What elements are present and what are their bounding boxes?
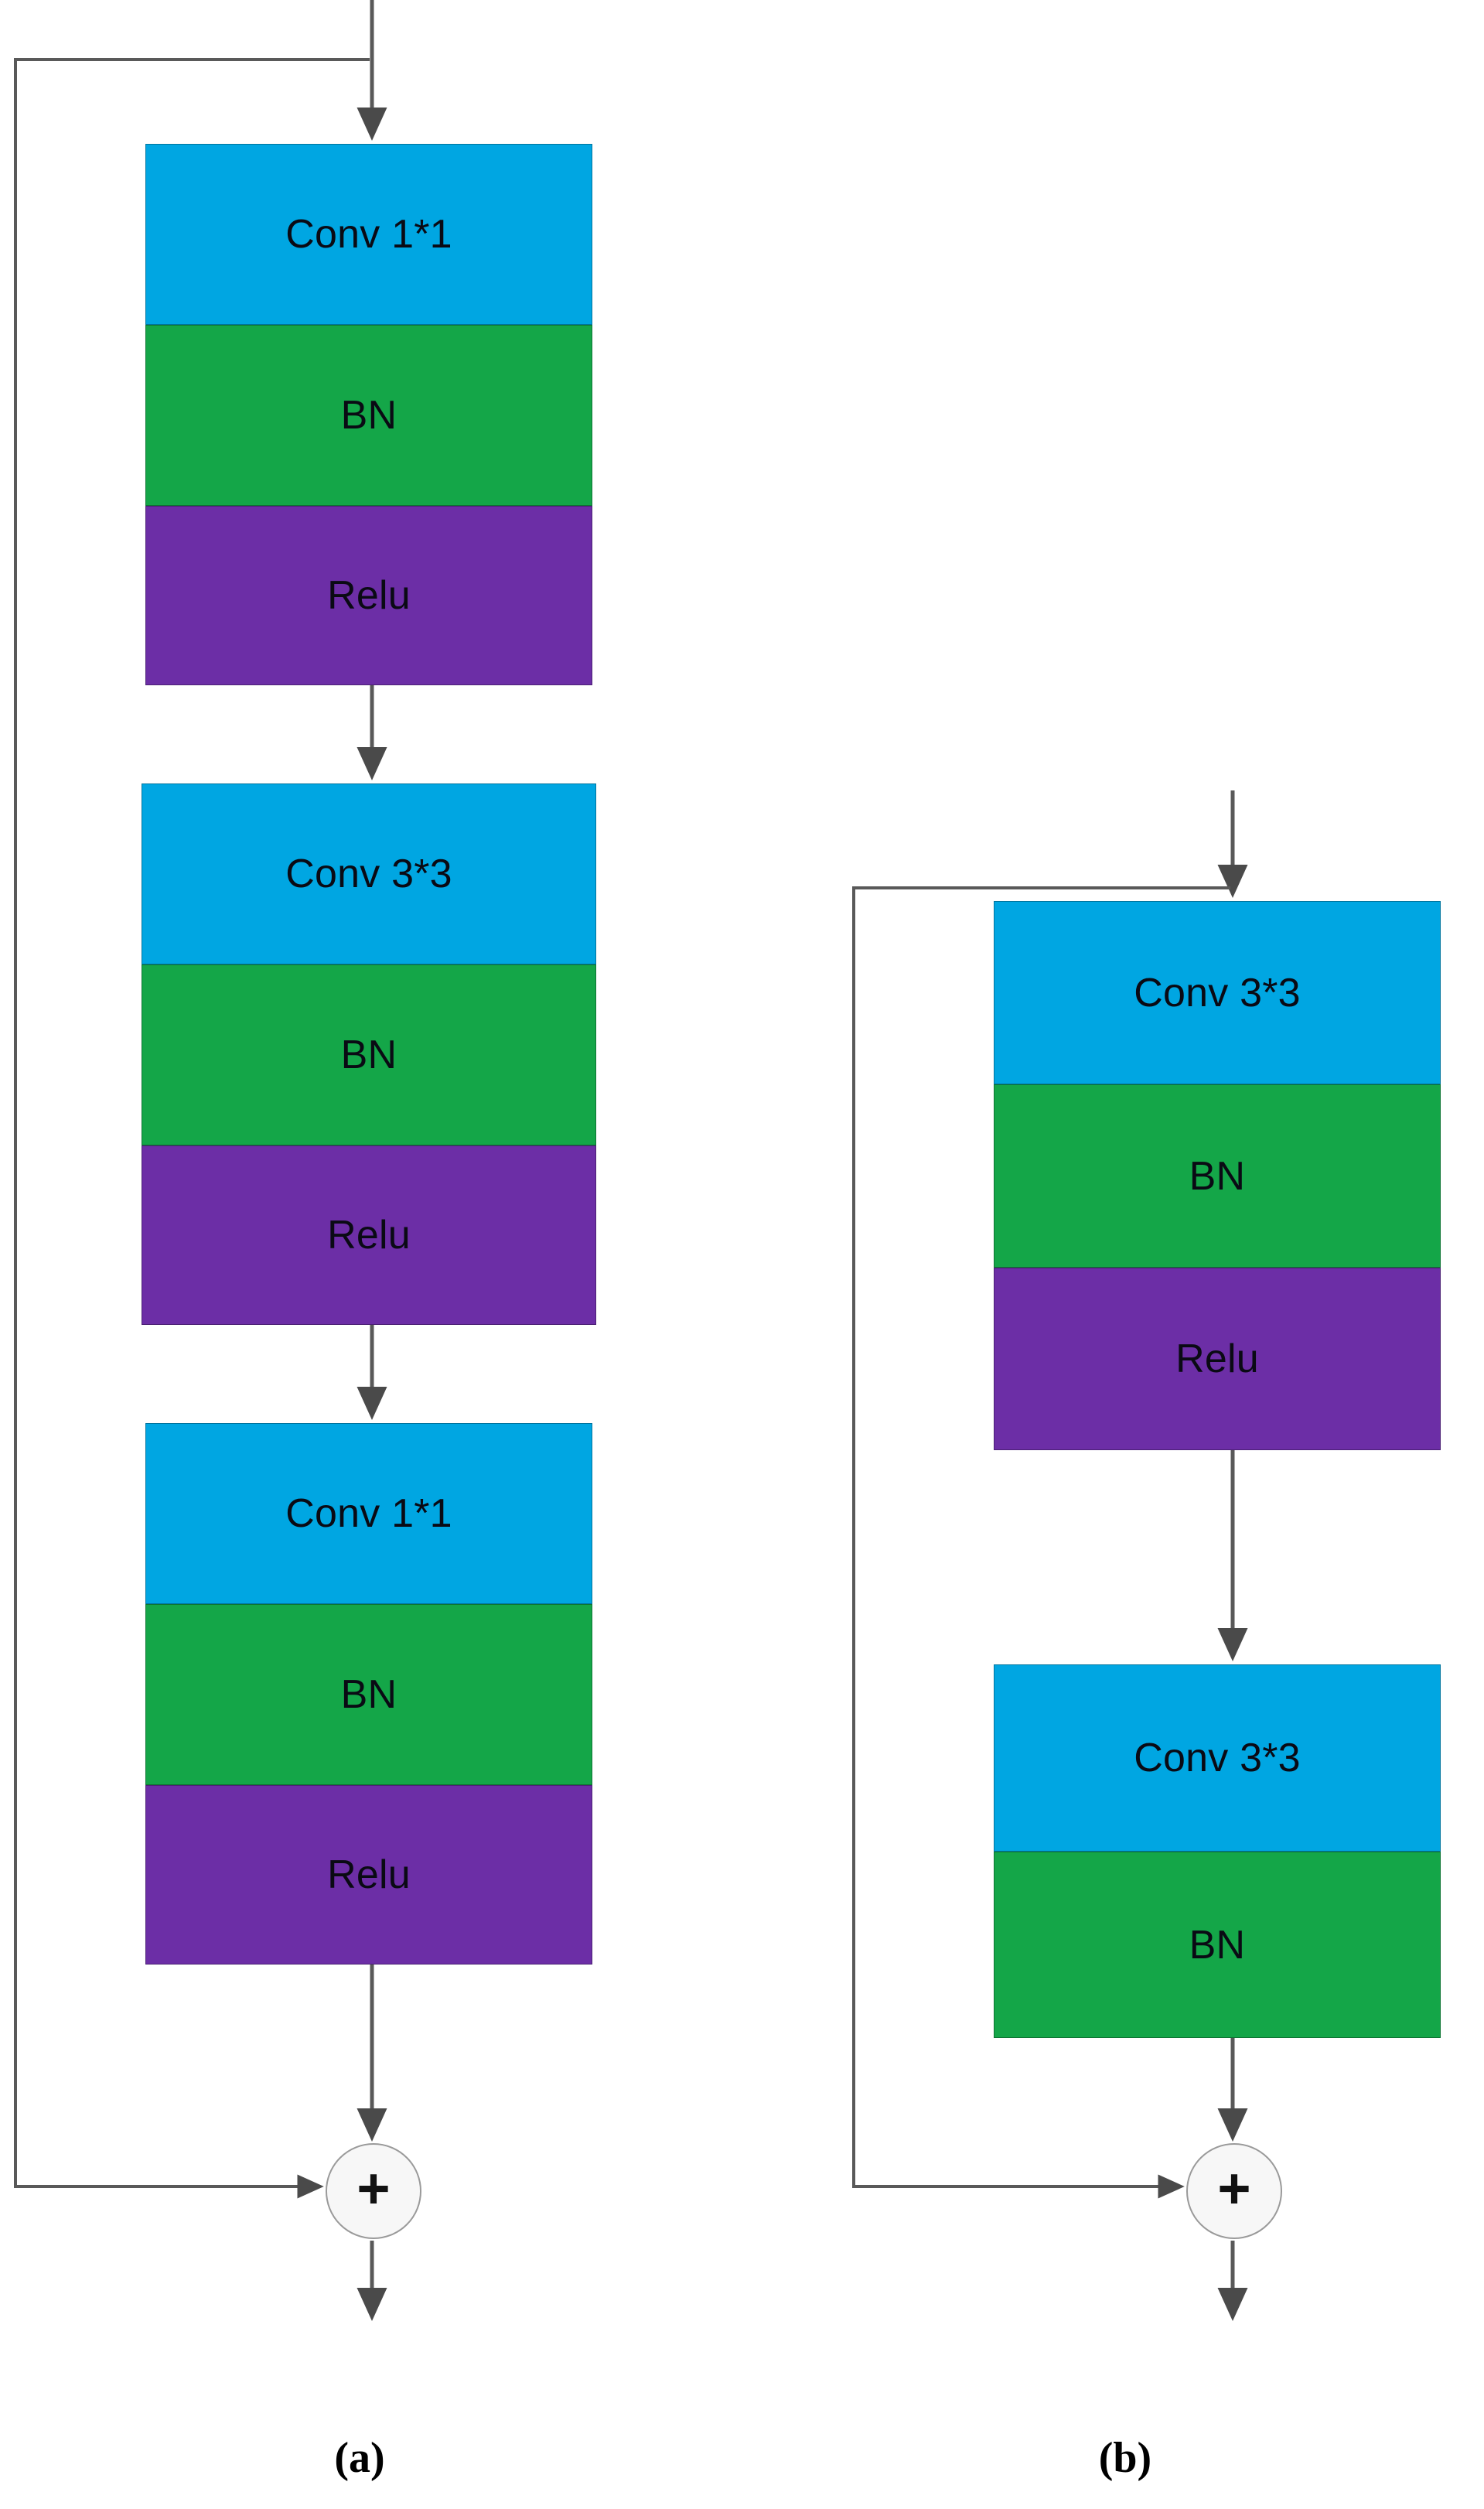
panel-caption-a: (a) bbox=[334, 2434, 385, 2482]
layer-band-bn: BN bbox=[142, 964, 596, 1145]
conv-block-a-3[interactable]: Conv 1*1 BN Relu bbox=[145, 1423, 592, 1965]
layer-band-relu: Relu bbox=[145, 506, 592, 685]
panel-caption-b: (b) bbox=[1098, 2434, 1152, 2482]
layer-band-conv: Conv 1*1 bbox=[145, 1423, 592, 1604]
conv-block-b-1[interactable]: Conv 3*3 BN Relu bbox=[994, 901, 1441, 1450]
layer-band-conv: Conv 3*3 bbox=[994, 901, 1441, 1084]
layer-band-conv: Conv 3*3 bbox=[142, 783, 596, 964]
layer-band-bn: BN bbox=[994, 1084, 1441, 1268]
layer-band-bn: BN bbox=[994, 1852, 1441, 2038]
conv-block-a-2[interactable]: Conv 3*3 BN Relu bbox=[142, 783, 596, 1325]
layer-band-bn: BN bbox=[145, 1604, 592, 1785]
plus-icon: + bbox=[357, 2156, 391, 2221]
conv-block-a-1[interactable]: Conv 1*1 BN Relu bbox=[145, 144, 592, 685]
addition-node-a[interactable]: + bbox=[326, 2143, 421, 2239]
layer-band-relu: Relu bbox=[145, 1785, 592, 1965]
layer-band-relu: Relu bbox=[994, 1268, 1441, 1450]
addition-node-b[interactable]: + bbox=[1186, 2143, 1282, 2239]
plus-icon: + bbox=[1217, 2156, 1251, 2221]
conv-block-b-2[interactable]: Conv 3*3 BN bbox=[994, 1664, 1441, 2038]
layer-band-bn: BN bbox=[145, 325, 592, 506]
layer-band-conv: Conv 3*3 bbox=[994, 1664, 1441, 1852]
layer-band-conv: Conv 1*1 bbox=[145, 144, 592, 325]
layer-band-relu: Relu bbox=[142, 1145, 596, 1325]
